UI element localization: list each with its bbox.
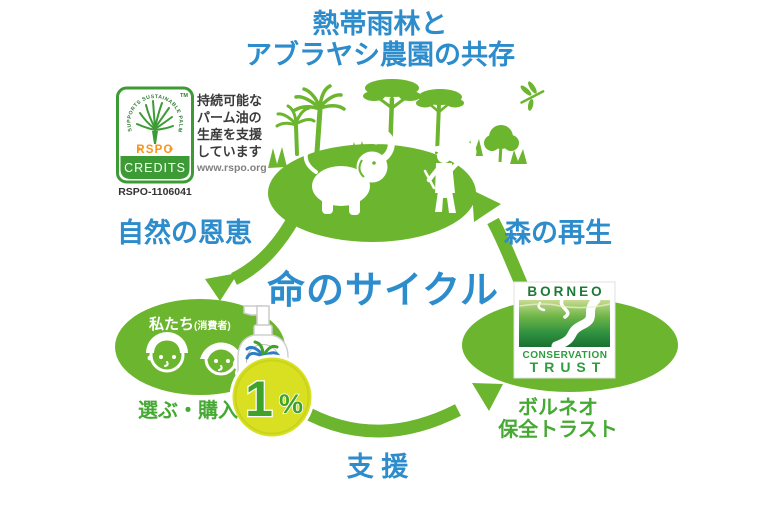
rspo-trademark: TM [180,93,188,99]
support-label: 支 援 [346,452,409,482]
rspo-description-line: 持続可能な [197,93,263,108]
rspo-url: www.rspo.org [197,162,267,174]
one-percent-sign: % [279,389,303,419]
diagram-title: 熱帯雨林と アブラヤシ農園の共存 [150,9,610,71]
nature-blessing-arrow [230,214,300,285]
palm-trees [275,84,346,156]
diagram-title-line1: 熱帯雨林と [312,9,448,39]
dragonfly-icon [520,81,545,111]
bct-logo: BORNEO CONSERVATION TRUST [513,281,616,379]
rainforest-ellipse [268,144,476,242]
life-cycle-label: 命のサイクル [266,270,500,312]
choose-purchase-label: 選ぶ・購入 [138,400,238,422]
elephant-icon [302,128,395,215]
bct-logo-trust: TRUST [530,359,607,375]
consumers-label: 私たち(消費者) [149,313,231,334]
consumers-label-main: 私たち [149,316,195,333]
support-arrow [286,397,461,438]
bct-river [519,300,610,347]
rspo-certificate-id: RSPO-1106041 [118,186,192,198]
rspo-description-line: パーム油の [197,110,262,125]
man-face-icon [146,332,188,373]
rainforest-node [268,79,545,242]
one-percent-badge: 1 % [229,354,315,440]
bct-logo-borneo: BORNEO [527,284,604,299]
support-arrowhead [472,383,503,411]
rspo-dot-right [169,147,173,151]
rspo-description-line: 生産を支援 [197,127,263,142]
nature-blessing-label: 自然の恩恵 [117,218,252,248]
rspo-palm-icon [136,100,174,144]
borneo-trust-jp-line1: ボルネオ [518,397,598,419]
consumers-label-suffix: (消費者) [194,321,231,332]
rspo-dot-left [137,147,141,151]
borneo-trust-jp-label: ボルネオ 保全トラスト [494,397,622,441]
rspo-description: 持続可能な パーム油の 生産を支援 しています [197,92,262,160]
diagram-title-line2: アブラヤシ農園の共存 [245,40,515,70]
rspo-credits-label: CREDITS [124,161,186,175]
bct-logo-conservation: CONSERVATION [523,350,608,361]
forest-regeneration-label: 森の再生 [504,218,612,248]
farmer-icon [423,142,477,213]
borneo-trust-jp-line2: 保全トラスト [498,419,618,441]
nature-blessing-arrowhead [205,273,238,301]
rspo-brand: RSPO [136,144,173,156]
forest-regeneration-arrowhead [472,190,501,222]
rspo-description-line: しています [197,144,262,159]
one-percent-number: 1 [245,371,273,427]
bct-node: BORNEO CONSERVATION TRUST [462,281,678,392]
